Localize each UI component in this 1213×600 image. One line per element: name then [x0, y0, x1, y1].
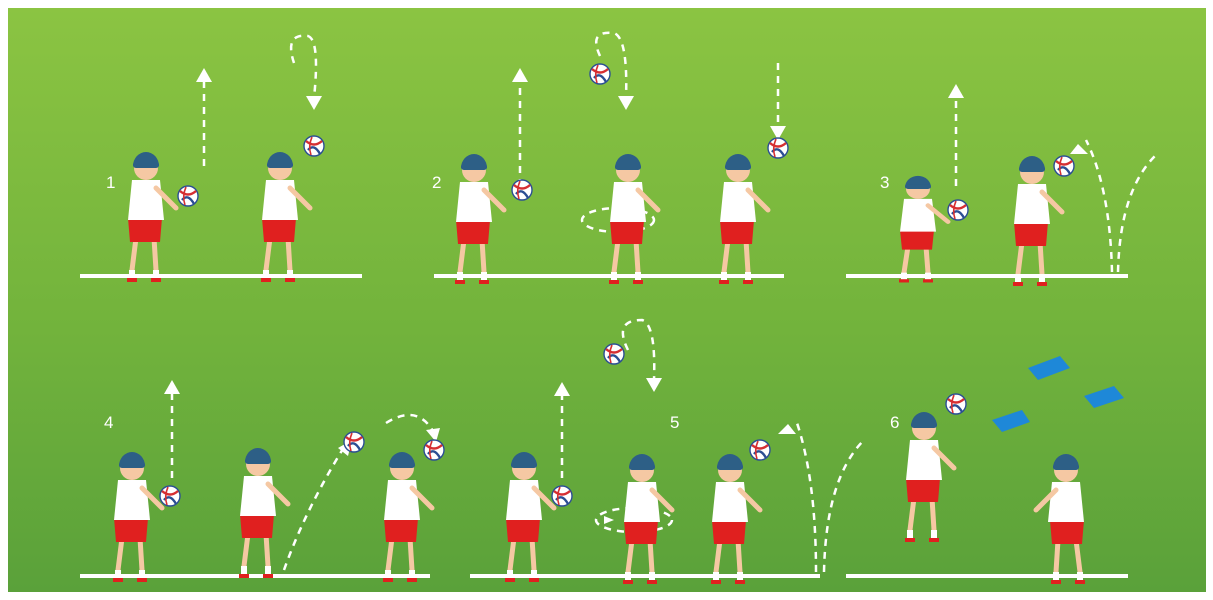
field-background [8, 8, 1206, 592]
panel-label-6: 6 [890, 413, 899, 432]
ball [344, 432, 364, 452]
panel-label-3: 3 [880, 173, 889, 192]
panel-label-1: 1 [106, 173, 115, 192]
ball [604, 344, 624, 364]
ball [590, 64, 610, 84]
panel-label-2: 2 [432, 173, 441, 192]
drill-illustration: 1 2 3 4 5 6 [8, 8, 1206, 592]
panel-label-4: 4 [104, 413, 113, 432]
panel-label-5: 5 [670, 413, 679, 432]
